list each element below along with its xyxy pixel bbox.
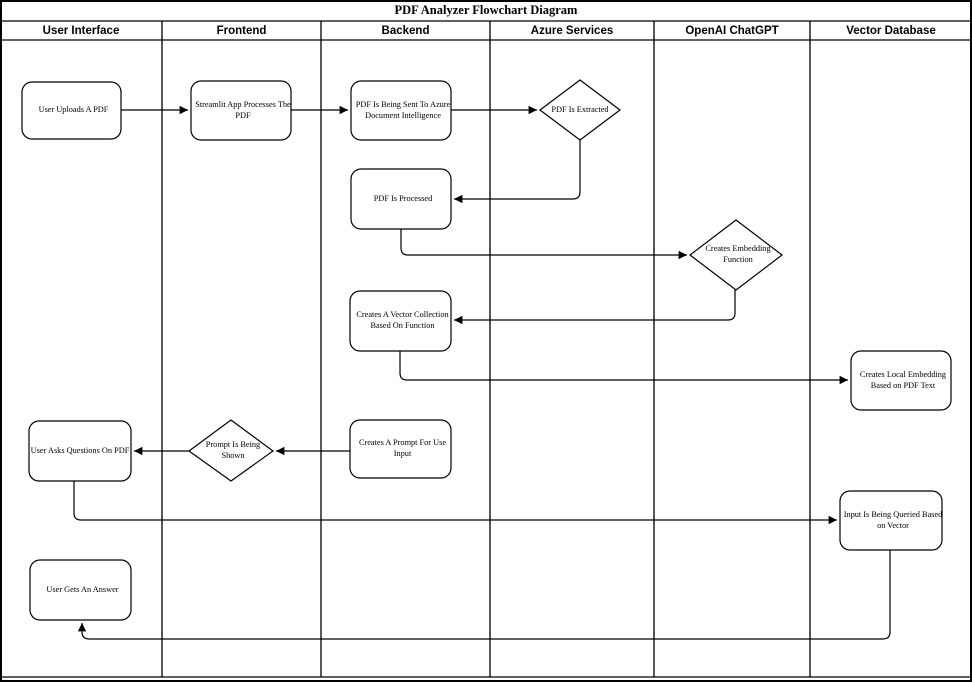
node-shape-pdf-sent-azure [350, 80, 452, 141]
node-shape-vector-collection [349, 290, 452, 352]
node-shape-user-answer [29, 559, 132, 621]
node-shape-prompt-shown [187, 419, 275, 482]
connector-asks-to-queried [73, 481, 837, 525]
node-shape-user-uploads [21, 81, 122, 140]
node-shape-streamlit-app [190, 80, 292, 141]
connectors [73, 105, 891, 640]
connector-processed-to-embedding [400, 229, 687, 260]
connector-collection-to-local-embedding [399, 351, 848, 385]
node-shape-creates-embedding [689, 219, 783, 291]
node-shape-input-queried [839, 490, 943, 551]
connector-embedding-to-collection [454, 290, 736, 325]
node-shape-local-embedding [850, 350, 952, 411]
node-shape-pdf-extracted [539, 79, 621, 141]
node-shape-prompt-for-input [349, 419, 452, 479]
node-shape-pdf-processed [350, 168, 452, 230]
connector-extracted-to-processed [454, 140, 581, 204]
node-shapes [21, 79, 952, 621]
connector-queried-to-answer [77, 550, 891, 640]
node-shape-user-asks [28, 420, 132, 482]
